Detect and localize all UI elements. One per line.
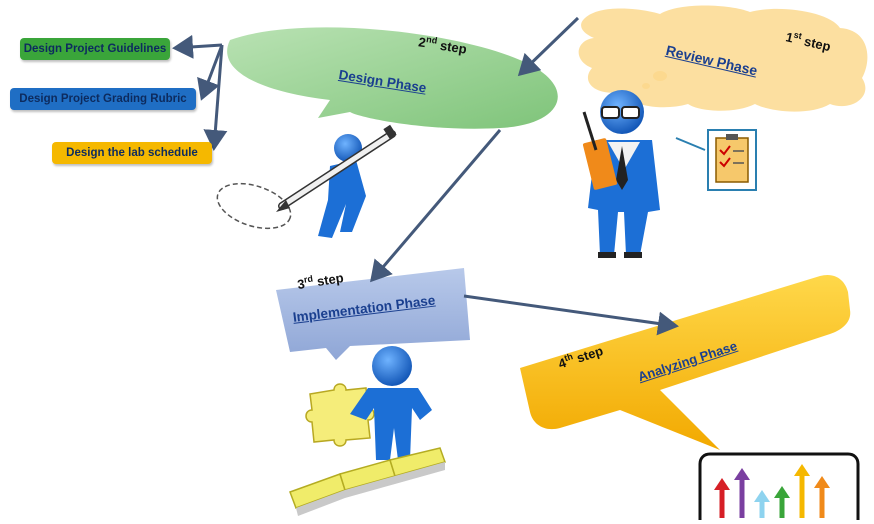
- bricks-icon: [289, 447, 446, 516]
- designer-figure-icon: [216, 124, 397, 238]
- glasses-icon: [601, 106, 640, 119]
- arrow-design-to-implementation: [370, 129, 502, 283]
- task-design-project-grading-rubric: Design Project Grading Rubric: [10, 88, 196, 110]
- clipboard-connector: [675, 137, 706, 151]
- arrow-implementation-to-analyzing: [463, 294, 679, 336]
- arrow-to-guidelines: [172, 34, 223, 59]
- implementer-figure-icon: [289, 346, 446, 516]
- pencil-icon: [276, 124, 397, 212]
- implementation-phase-box: [276, 268, 470, 360]
- rising-arrows-chart-icon: [698, 452, 860, 520]
- task-design-lab-schedule: Design the lab schedule: [52, 142, 212, 164]
- arrow-review-to-design: [517, 16, 580, 77]
- analyzing-phase-shape: [520, 274, 851, 450]
- reviewer-figure-icon: [582, 90, 660, 258]
- arrow-to-schedule: [203, 44, 228, 151]
- review-phase-cloud: [578, 5, 868, 112]
- puzzle-piece-icon: [305, 383, 375, 447]
- flow-arrows: [172, 16, 706, 336]
- design-phase-bubble: [227, 27, 558, 129]
- arrow-to-rubric: [197, 44, 224, 101]
- task-design-project-guidelines: Design Project Guidelines: [20, 38, 170, 60]
- clipboard-icon: [707, 129, 757, 191]
